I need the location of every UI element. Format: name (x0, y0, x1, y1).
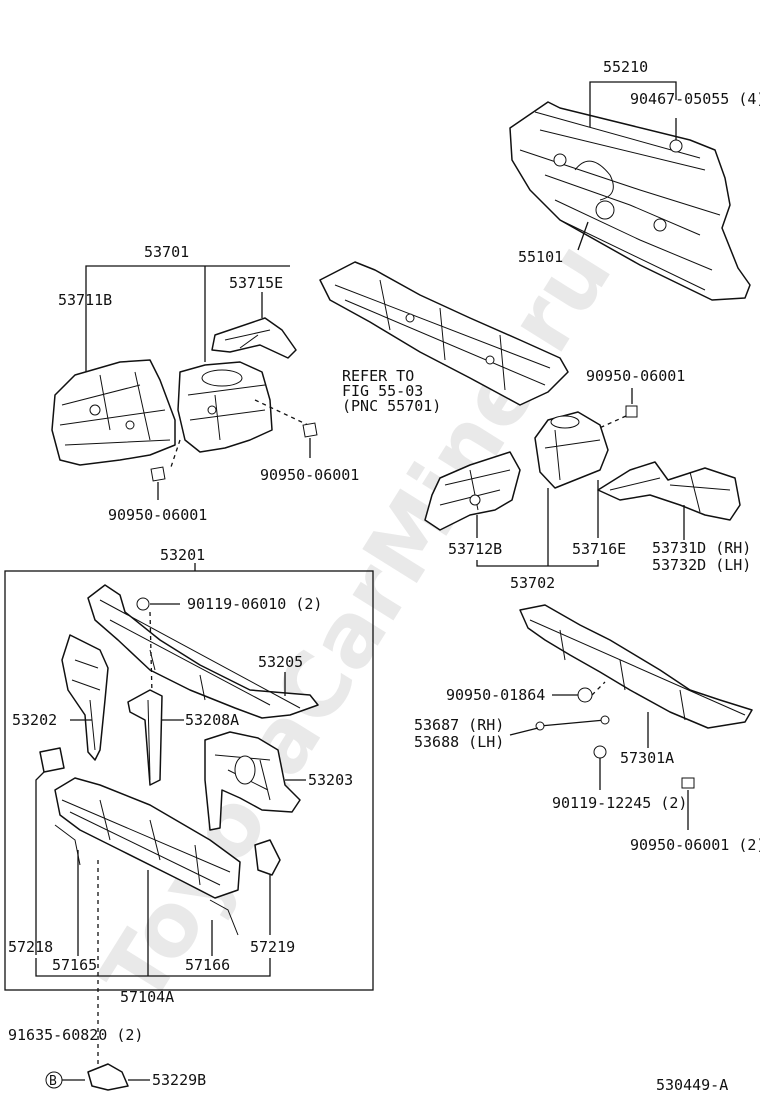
label-57166: 57166 (185, 956, 230, 974)
part-53711B-apron (51, 359, 176, 466)
dash-link-plug (591, 681, 606, 696)
part-53716E-housing (534, 411, 609, 489)
label-90119-12245: 90119-12245 (2) (552, 794, 687, 812)
bolt-90119-a (136, 597, 150, 611)
part-55101-dash-panel (509, 101, 751, 301)
label-57219: 57219 (250, 938, 295, 956)
label-53688-LH: 53688 (LH) (414, 733, 504, 751)
part-53205-upper-support (87, 584, 319, 719)
figure-id: 530449-A (656, 1076, 728, 1094)
label-53715E: 53715E (229, 274, 283, 292)
label-53702: 53702 (510, 574, 555, 592)
part-53203-side-support (204, 731, 301, 831)
label-90950-06001-d: 90950-06001 (2) (630, 836, 760, 854)
label-53701: 53701 (144, 243, 189, 261)
part-57218-bracket (39, 747, 65, 773)
label-53732D-LH: 53732D (LH) (652, 556, 751, 574)
part-53731D-member (597, 461, 741, 521)
leader-55101 (577, 221, 589, 251)
label-refer-pnc: (PNC 55701) (342, 397, 441, 415)
label-90119-06010: 90119-06010 (2) (187, 595, 322, 613)
label-53711B: 53711B (58, 291, 112, 309)
leader-53687 (509, 727, 539, 736)
dash-link-bolt-a (149, 611, 153, 696)
pad-90950-a (150, 466, 166, 482)
label-55210: 55210 (603, 58, 648, 76)
leader-53701 (85, 265, 290, 372)
label-90950-06001-a: 90950-06001 (108, 506, 207, 524)
pad-90950-d (681, 777, 695, 789)
part-53202-side-support (61, 634, 109, 761)
part-57301A-member (519, 604, 753, 729)
label-53229B: 53229B (152, 1071, 206, 1089)
label-57301A: 57301A (620, 749, 674, 767)
label-53201: 53201 (160, 546, 205, 564)
leader-57218 (35, 771, 45, 955)
label-53202: 53202 (12, 711, 57, 729)
label-53203: 53203 (308, 771, 353, 789)
label-53716E: 53716E (572, 540, 626, 558)
label-57165: 57165 (52, 956, 97, 974)
part-53229B-bracket (87, 1063, 129, 1091)
part-57104A-crossmember (54, 777, 241, 936)
part-53687-rod (535, 715, 610, 731)
label-53712B: 53712B (448, 540, 502, 558)
bolt-90119-b (593, 745, 607, 759)
plug-90950-01864 (577, 687, 593, 703)
label-57218: 57218 (8, 938, 53, 956)
label-refer-to: REFER TO (342, 367, 414, 385)
label-53731D-RH: 53731D (RH) (652, 539, 751, 557)
leader-53702 (476, 488, 599, 567)
label-53205: 53205 (258, 653, 303, 671)
label-57104A: 57104A (120, 988, 174, 1006)
dash-link-a (169, 399, 309, 471)
bolt-90467 (669, 118, 683, 153)
label-90467-05055: 90467-05055 (4) (630, 90, 760, 108)
part-cowl-panel (319, 261, 569, 406)
part-53712B-apron (424, 451, 521, 531)
label-55101: 55101 (518, 248, 563, 266)
part-53715E-bracket (211, 317, 297, 359)
label-91635-60820: 91635-60820 (2) (8, 1026, 143, 1044)
label-90950-06001-b: 90950-06001 (260, 466, 359, 484)
part-53701-wheel-housing (177, 361, 273, 453)
leader-57104A (35, 870, 271, 977)
group-box-53201 (4, 570, 374, 991)
label-90950-06001-c: 90950-06001 (586, 367, 685, 385)
label-53208A: 53208A (185, 711, 239, 729)
part-57219-bracket (254, 839, 281, 876)
pad-90950-c (625, 405, 638, 418)
dash-link-c (594, 415, 627, 431)
label-90950-01864: 90950-01864 (446, 686, 545, 704)
label-refer-fig: FIG 55-03 (342, 382, 423, 400)
label-53687-RH: 53687 (RH) (414, 716, 504, 734)
leader-55210 (589, 81, 677, 127)
bolt-mark-b: B (49, 1074, 57, 1089)
part-53208A-brace (127, 689, 163, 786)
pad-90950-b (302, 422, 318, 438)
